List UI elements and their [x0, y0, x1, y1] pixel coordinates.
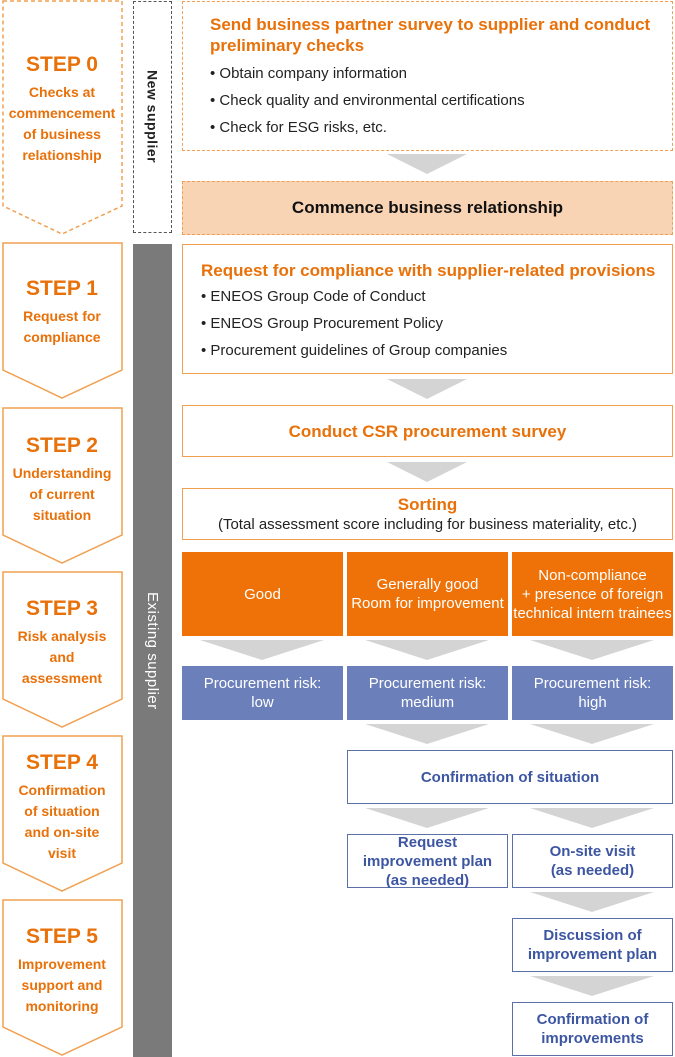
csr-survey-label: Conduct CSR procurement survey [288, 421, 567, 441]
step-3: STEP 3 Risk analysis and assessment [2, 596, 122, 689]
list-item: Check quality and environmental certific… [210, 87, 662, 114]
step-0: STEP 0 Checks at commencement of busines… [2, 52, 122, 166]
list-item: ENEOS Group Code of Conduct [201, 283, 662, 310]
down-arrow-icon [530, 976, 654, 996]
step-5-label: Improvement support and monitoring [18, 956, 106, 1014]
preliminary-checks-title: Send business partner survey to supplier… [210, 15, 651, 55]
risk-medium: Procurement risk: medium [347, 666, 508, 720]
commence-business-box: Commence business relationship [182, 181, 673, 235]
request-improvement-plan-box: Request improvement plan (as needed) [347, 833, 508, 889]
list-item: Procurement guidelines of Group companie… [201, 337, 662, 364]
category-good-label: Good [244, 585, 281, 603]
new-supplier-label: New supplier [144, 70, 161, 164]
preliminary-checks-list: Obtain company information Check quality… [210, 60, 662, 141]
step-1-title: STEP 1 [26, 277, 98, 300]
discussion-improvement-box: Discussion of improvement plan [512, 918, 673, 972]
confirmation-improvements-box: Confirmation of improvements [512, 1002, 673, 1056]
step-3-title: STEP 3 [26, 597, 98, 620]
step-2-title: STEP 2 [26, 434, 98, 457]
down-arrow-icon [200, 640, 324, 660]
step-2-shape [2, 407, 123, 564]
risk-medium-label: Procurement risk: medium [368, 675, 487, 711]
down-arrow-icon [387, 379, 467, 399]
compliance-request-list: ENEOS Group Code of Conduct ENEOS Group … [201, 283, 662, 364]
confirmation-situation-box: Confirmation of situation [347, 750, 673, 804]
discussion-improvement-label: Discussion of improvement plan [527, 927, 658, 963]
down-arrow-icon [387, 154, 467, 174]
risk-low-label: Procurement risk: low [203, 675, 322, 711]
list-item: ENEOS Group Procurement Policy [201, 310, 662, 337]
down-arrow-icon [365, 808, 489, 828]
step-1-shape [2, 242, 123, 399]
confirmation-improvements-label: Confirmation of improvements [536, 1011, 649, 1047]
step-1: STEP 1 Request for compliance [2, 276, 122, 348]
step-0-shape [2, 0, 123, 235]
step-5: STEP 5 Improvement support and monitorin… [2, 924, 122, 1017]
category-good: Good [182, 552, 343, 636]
step-2: STEP 2 Understanding of current situatio… [2, 433, 122, 526]
commence-business-label: Commence business relationship [291, 198, 564, 217]
step-3-shape [2, 571, 123, 728]
category-generally-good: Generally good Room for improvement [347, 552, 508, 636]
sorting-subtitle: (Total assessment score including for bu… [217, 516, 638, 533]
existing-supplier-label: Existing supplier [144, 591, 161, 710]
step-0-title: STEP 0 [26, 53, 98, 76]
csr-survey-box: Conduct CSR procurement survey [182, 405, 673, 457]
down-arrow-icon [530, 808, 654, 828]
compliance-request-title: Request for compliance with supplier-rel… [201, 261, 656, 280]
list-item: Obtain company information [210, 60, 662, 87]
risk-high-label: Procurement risk: high [533, 675, 652, 711]
down-arrow-icon [387, 462, 467, 482]
list-item: Check for ESG risks, etc. [210, 114, 662, 141]
step-4-shape [2, 735, 123, 892]
step-0-label: Checks at commencement of business relat… [8, 84, 116, 163]
risk-high: Procurement risk: high [512, 666, 673, 720]
step-1-label: Request for compliance [23, 308, 101, 345]
step-4: STEP 4 Confirmation of situation and on-… [2, 750, 122, 864]
preliminary-checks-box: Send business partner survey to supplier… [182, 1, 673, 151]
step-3-label: Risk analysis and assessment [17, 628, 107, 686]
sorting-box: Sorting (Total assessment score includin… [182, 488, 673, 540]
onsite-visit-box: On-site visit (as needed) [512, 834, 673, 888]
down-arrow-icon [530, 892, 654, 912]
step-5-title: STEP 5 [26, 925, 98, 948]
down-arrow-icon [530, 724, 654, 744]
new-supplier-bar: New supplier [133, 1, 172, 233]
step-4-title: STEP 4 [26, 751, 98, 774]
step-4-label: Confirmation of situation and on-site vi… [18, 782, 106, 861]
category-non-compliance: Non-compliance + presence of foreign tec… [512, 552, 673, 636]
sorting-title: Sorting [397, 495, 458, 514]
confirmation-situation-label: Confirmation of situation [420, 768, 600, 786]
onsite-visit-label: On-site visit (as needed) [549, 843, 636, 879]
existing-supplier-bar: Existing supplier [133, 244, 172, 1057]
category-non-compliance-label: Non-compliance + presence of foreign tec… [513, 566, 672, 622]
down-arrow-icon [365, 640, 489, 660]
down-arrow-icon [530, 640, 654, 660]
step-5-shape [2, 899, 123, 1056]
down-arrow-icon [365, 724, 489, 744]
compliance-request-box: Request for compliance with supplier-rel… [182, 244, 673, 374]
category-generally-good-label: Generally good Room for improvement [351, 576, 504, 612]
request-improvement-plan-label: Request improvement plan (as needed) [362, 833, 493, 889]
step-2-label: Understanding of current situation [12, 465, 112, 523]
risk-low: Procurement risk: low [182, 666, 343, 720]
